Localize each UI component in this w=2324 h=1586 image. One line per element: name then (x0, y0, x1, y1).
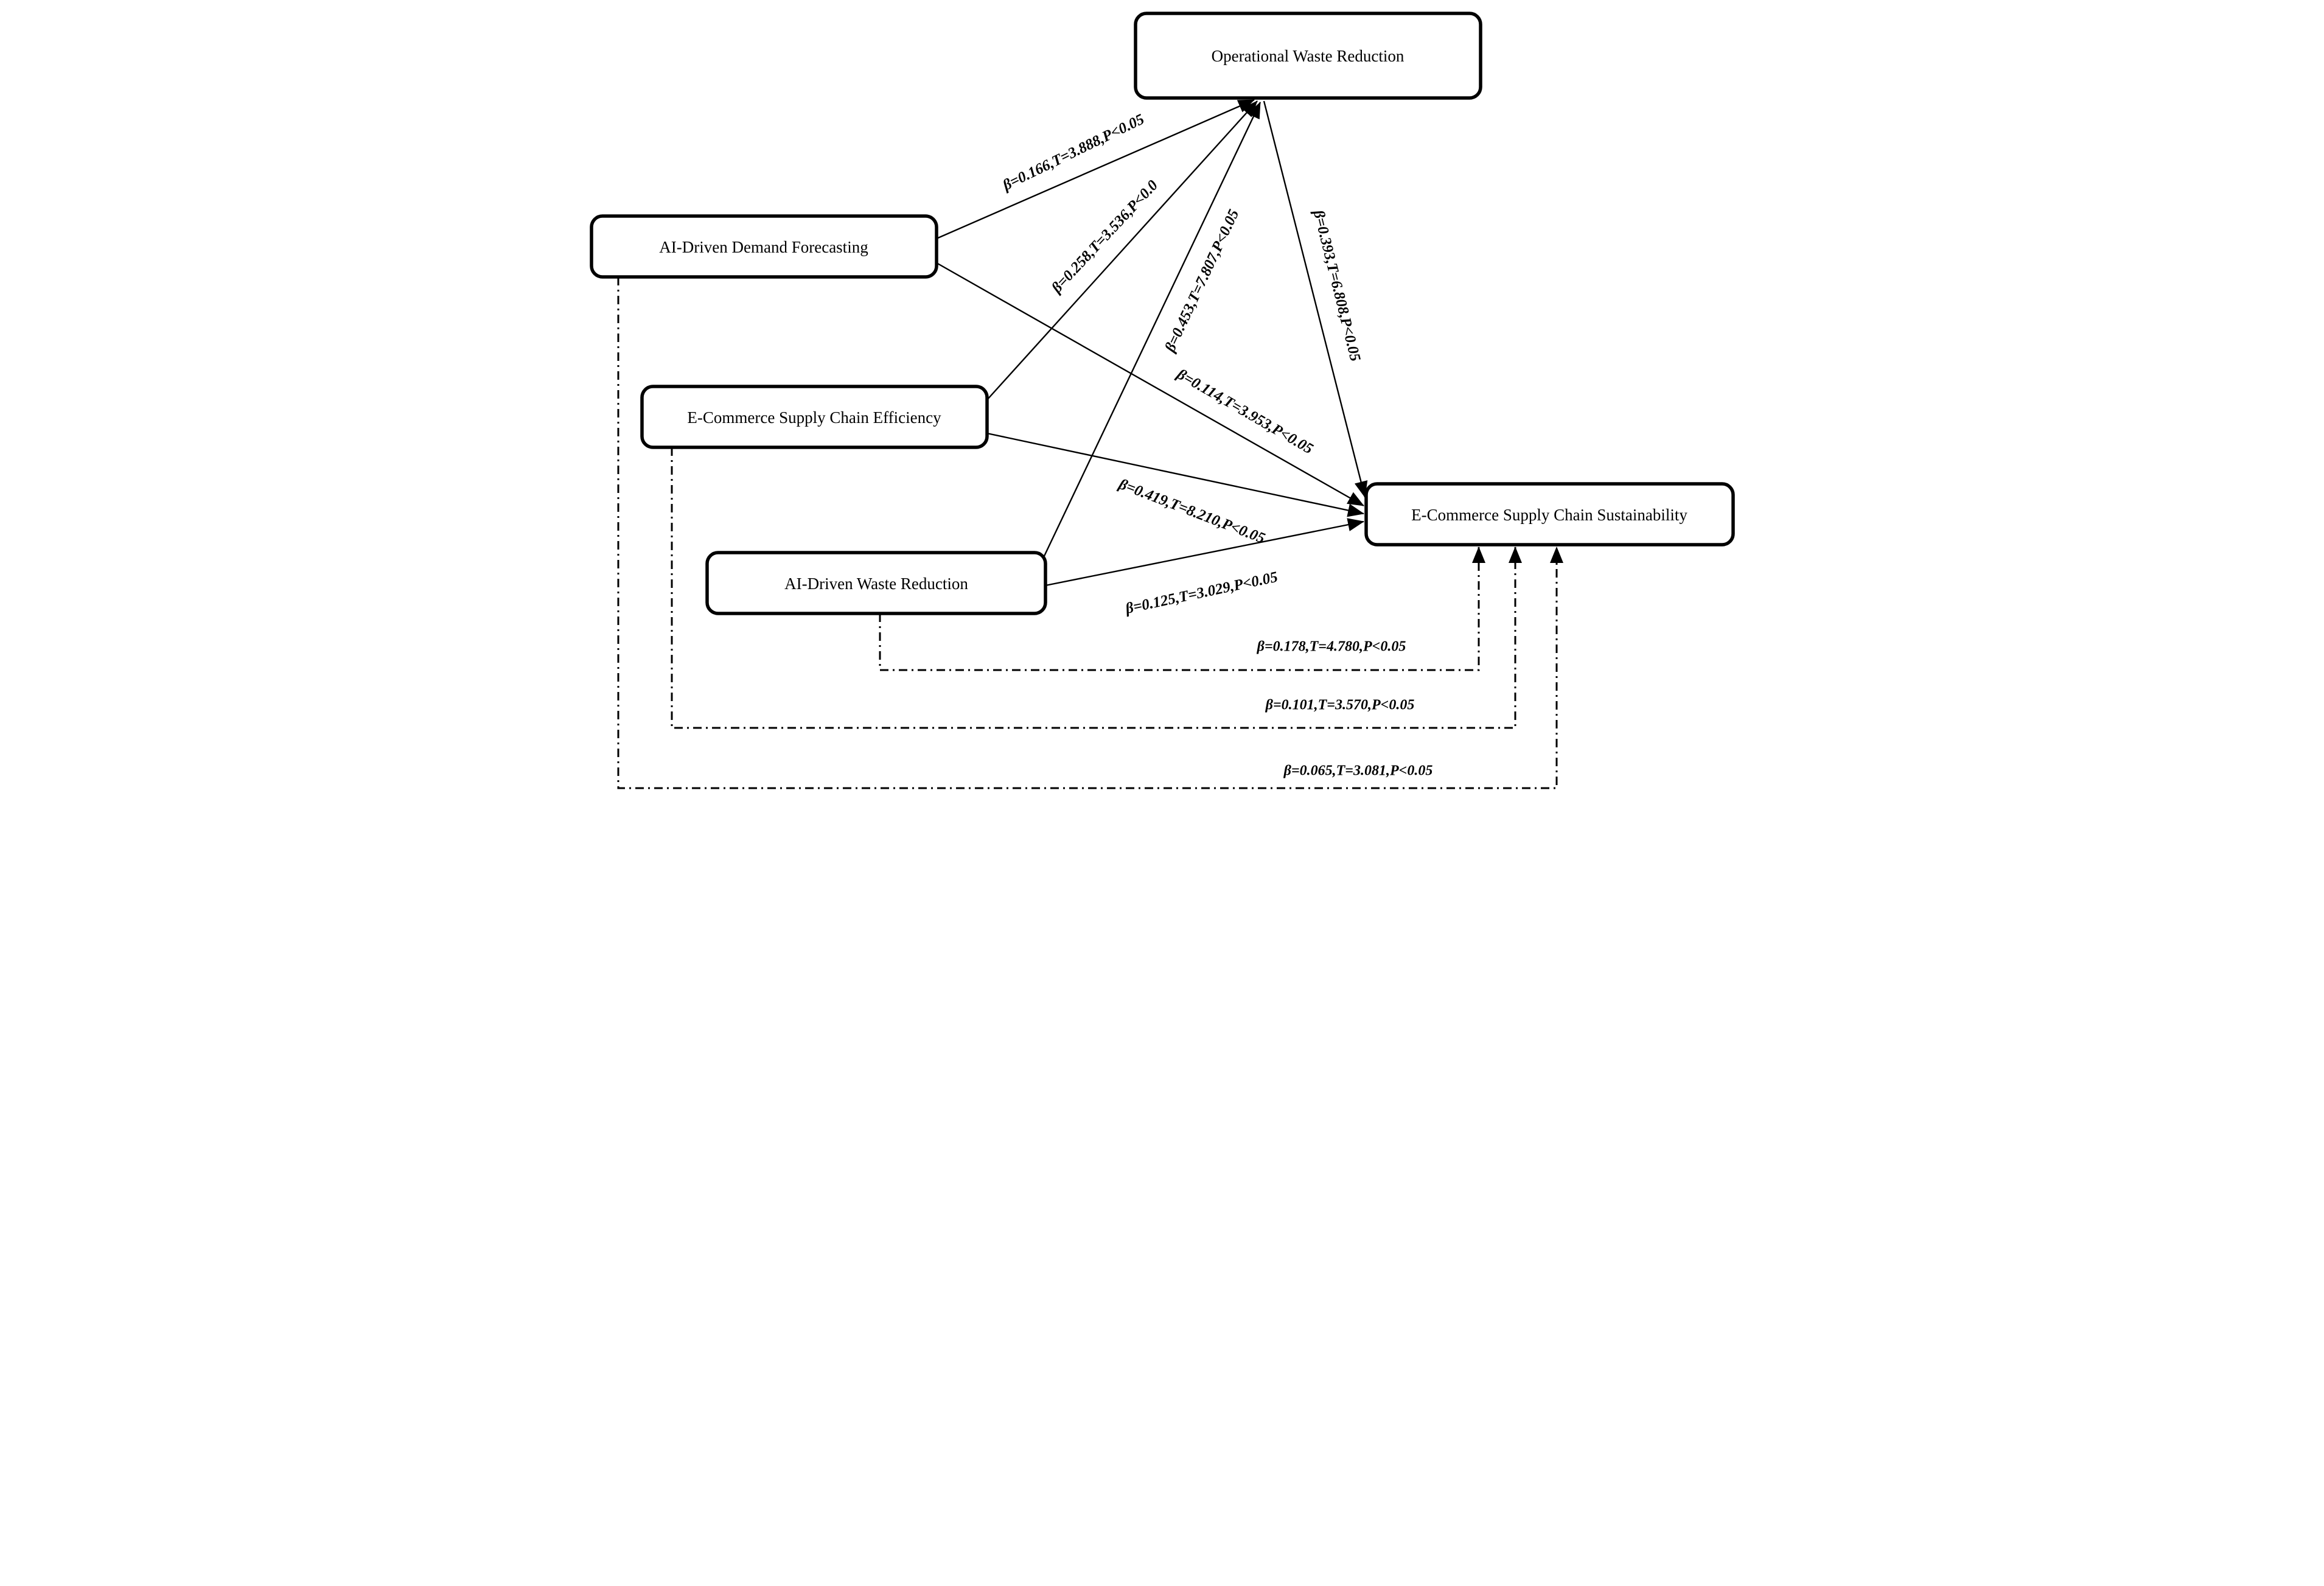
sem-path-diagram: Operational Waste Reduction AI-Driven De… (581, 0, 1743, 793)
node-ecommerce-supply-chain-sustainability: E-Commerce Supply Chain Sustainability (1364, 482, 1735, 547)
edge-waste-reduction-to-sustainability (1045, 518, 1364, 587)
edge-label-efficiency-to-sustainability: β=0.419,T=8.210,P<0.05 (1115, 476, 1267, 547)
edge-demand-forecasting-to-sustainability (935, 262, 1364, 507)
edge-waste-reduction-indirect (879, 547, 1485, 671)
node-label-ecommerce-supply-chain-sustainability: E-Commerce Supply Chain Sustainability (1411, 506, 1687, 524)
edge-waste-reduction-to-operational-waste (1041, 102, 1261, 562)
node-label-ai-driven-demand-forecasting: AI-Driven Demand Forecasting (659, 238, 868, 256)
node-box-operational-waste-reduction (1133, 12, 1482, 100)
node-box-ai-driven-demand-forecasting (589, 214, 938, 279)
node-label-operational-waste-reduction: Operational Waste Reduction (1211, 47, 1404, 65)
node-label-ecommerce-supply-chain-efficiency: E-Commerce Supply Chain Efficiency (687, 408, 941, 427)
node-box-ai-driven-waste-reduction (705, 551, 1047, 615)
edge-label-waste-reduction-to-sustainability: β=0.125,T=3.029,P<0.05 (1123, 569, 1279, 618)
solid-edges (935, 99, 1367, 587)
node-ai-driven-waste-reduction: AI-Driven Waste Reduction (705, 551, 1047, 615)
node-operational-waste-reduction: Operational Waste Reduction (1133, 12, 1482, 100)
edge-label-waste-reduction-to-operational-waste: β=0.453,T=7.807,P<0.05 (1161, 207, 1242, 355)
node-box-ecommerce-supply-chain-sustainability (1364, 482, 1735, 547)
edge-label-operational-waste-to-sustainability: β=0.393,T=6.808,P<0.05 (1310, 208, 1363, 363)
node-ai-driven-demand-forecasting: AI-Driven Demand Forecasting (589, 214, 938, 279)
edge-label-demand-forecasting-to-operational-waste: β=0.166,T=3.888,P<0.05 (999, 111, 1146, 194)
node-label-ai-driven-waste-reduction: AI-Driven Waste Reduction (784, 575, 968, 593)
edge-efficiency-to-sustainability (986, 432, 1364, 517)
edge-label-demand-forecasting-to-sustainability: β=0.114,T=3.953,P<0.05 (1173, 366, 1316, 458)
node-ecommerce-supply-chain-efficiency: E-Commerce Supply Chain Efficiency (640, 385, 989, 449)
edge-efficiency-indirect (671, 447, 1522, 729)
edge-demand-forecasting-indirect (617, 277, 1563, 789)
nodes: Operational Waste Reduction AI-Driven De… (589, 12, 1735, 615)
edge-labels: β=0.166,T=3.888,P<0.05 β=0.258,T=3.536,P… (999, 111, 1432, 778)
edge-label-efficiency-to-operational-waste: β=0.258,T=3.536,P<0.0 (1048, 177, 1161, 297)
edge-label-demand-forecasting-indirect: β=0.065,T=3.081,P<0.05 (1283, 763, 1432, 779)
edge-label-waste-reduction-indirect: β=0.178,T=4.780,P<0.05 (1256, 639, 1406, 655)
diagram-canvas: Operational Waste Reduction AI-Driven De… (589, 12, 1735, 789)
dashdot-edges (617, 277, 1563, 789)
edge-efficiency-to-operational-waste (986, 100, 1258, 400)
node-box-ecommerce-supply-chain-efficiency (640, 385, 989, 449)
edge-demand-forecasting-to-operational-waste (936, 99, 1255, 240)
edge-operational-waste-to-sustainability (1263, 100, 1367, 498)
edge-label-efficiency-indirect: β=0.101,T=3.570,P<0.05 (1265, 697, 1414, 713)
